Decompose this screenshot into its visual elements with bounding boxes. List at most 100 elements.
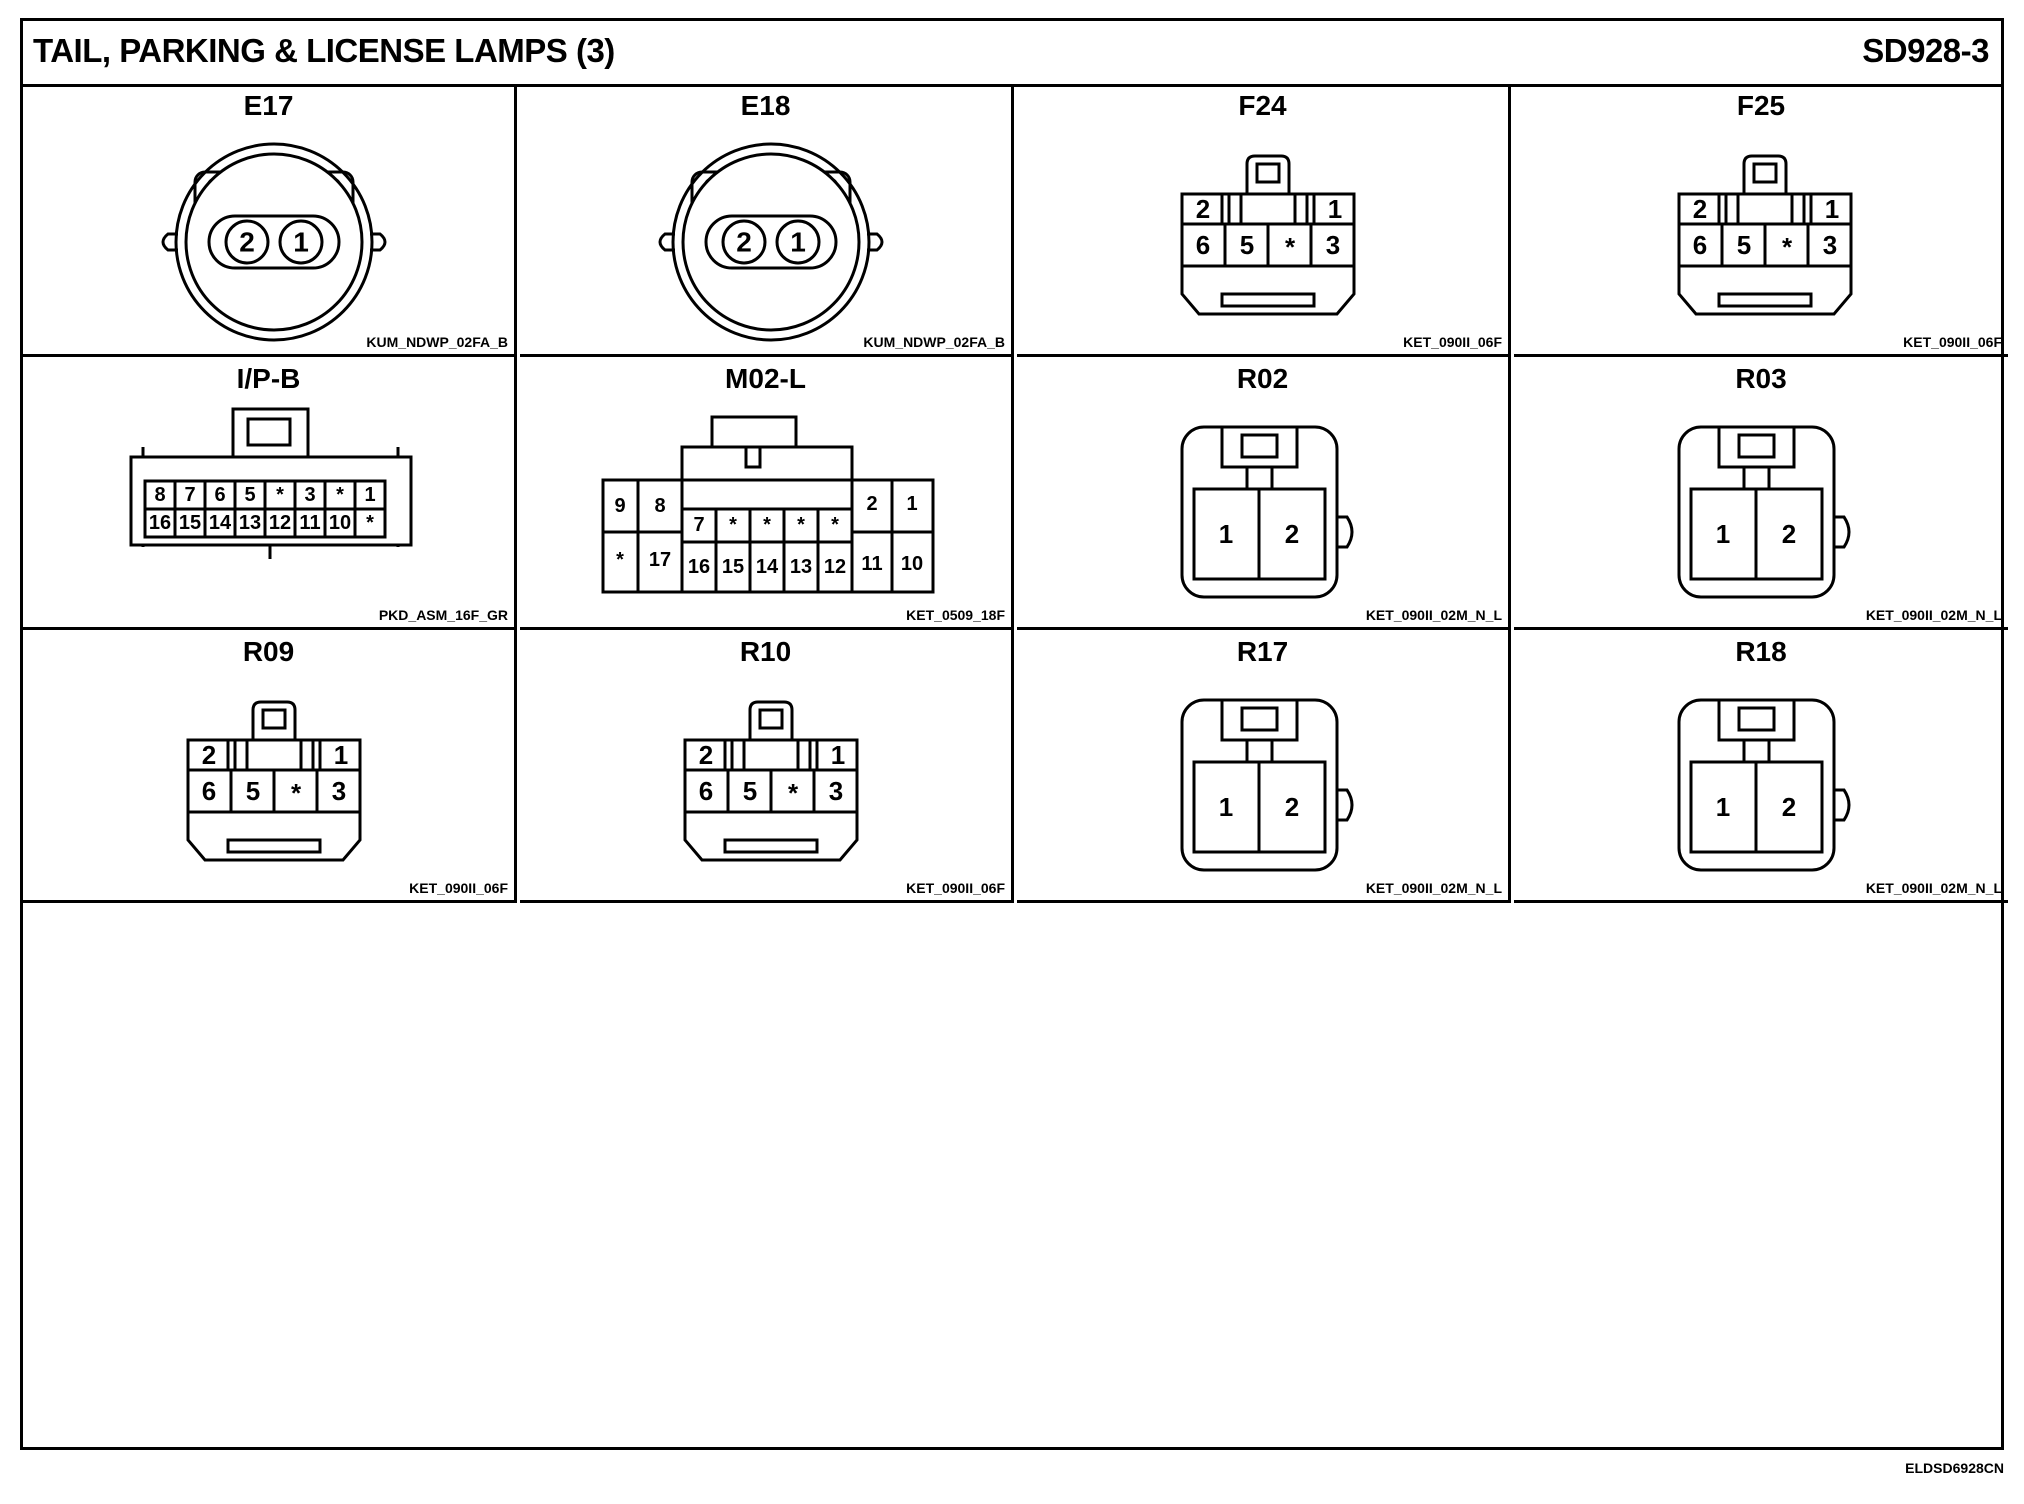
round-connector-body: [658, 142, 884, 342]
pin-label: 3: [1823, 230, 1837, 260]
pin-label: 17: [649, 549, 671, 571]
connector-id: R17: [1236, 636, 1289, 667]
pin-label: 2: [699, 740, 713, 770]
latch-frame: [1220, 427, 1299, 469]
pin-label: 13: [790, 556, 812, 578]
pin-label: 8: [154, 484, 165, 506]
latch-window: [1737, 706, 1776, 732]
side-tab: [1834, 788, 1851, 822]
pin-label: 6: [214, 484, 225, 506]
connector-part-number: KET_090II_06F: [409, 880, 508, 896]
page-code: SD928-3: [1862, 32, 1989, 69]
latch-window: [758, 708, 784, 730]
pin-label: 6: [202, 776, 216, 806]
pin-label: 1: [1219, 792, 1233, 822]
pin-label: 2: [866, 493, 877, 515]
diagram-frame: TAIL, PARKING & LICENSE LAMPS (3) SD928-…: [20, 18, 2008, 1450]
footer-reference: ELDSD6928CN: [1905, 1460, 2004, 1476]
latch-frame: [1717, 427, 1796, 469]
pin-label: *: [1782, 232, 1793, 262]
connector-part-number: KET_090II_02M_N_L: [1365, 880, 1502, 896]
pin-label: 2: [1693, 194, 1707, 224]
pin-label: *: [831, 514, 839, 536]
pin-label: *: [1285, 232, 1296, 262]
latch-top: [748, 700, 794, 740]
connector-id: F25: [1736, 90, 1786, 121]
pin-label: 1: [790, 227, 806, 258]
latch-top: [1742, 154, 1788, 194]
pin-label: 15: [179, 512, 201, 534]
side-tab: [1834, 515, 1851, 549]
latch-window: [1240, 433, 1279, 459]
outer-ring: [671, 142, 871, 342]
pin-label: 6: [1196, 230, 1210, 260]
pin-label: *: [336, 484, 344, 506]
connector-id: R09: [242, 636, 295, 667]
pin-label: *: [291, 778, 302, 808]
pin-label: 12: [269, 512, 291, 534]
pin-label: 8: [654, 495, 665, 517]
pin-label: 6: [699, 776, 713, 806]
latch-stem: [744, 445, 762, 469]
pin-label: 2: [239, 227, 255, 258]
pin-label: 5: [246, 776, 260, 806]
pin-label: 1: [831, 740, 845, 770]
connector-id: R18: [1735, 636, 1787, 667]
side-tab: [1337, 788, 1354, 822]
pin-label: 12: [824, 556, 846, 578]
pin-label: 16: [688, 556, 710, 578]
latch-block: [710, 415, 798, 449]
pin-label: 2: [736, 227, 752, 258]
pin-label: 1: [334, 740, 348, 770]
pin-label: 1: [1825, 194, 1839, 224]
latch-window: [1752, 162, 1778, 184]
side-tab-right: [370, 232, 387, 252]
pin-label: 10: [901, 553, 923, 575]
pin-label: 6: [1693, 230, 1707, 260]
pin-label: 7: [693, 514, 704, 536]
side-tab-left: [161, 232, 178, 252]
center-riser: [680, 445, 854, 482]
pin-label: 1: [364, 484, 375, 506]
side-tab-right: [867, 232, 884, 252]
pin-circle: [721, 219, 767, 265]
pin-label: 5: [743, 776, 757, 806]
pin-label: 5: [1737, 230, 1751, 260]
connector-id: E17: [243, 90, 294, 121]
pin-circle: [278, 219, 324, 265]
pin-label: *: [729, 514, 737, 536]
pin-label: 13: [239, 512, 261, 534]
connector-part-number: KET_090II_02M_N_L: [1865, 880, 2002, 896]
pin-label: 3: [304, 484, 315, 506]
pin-label: *: [788, 778, 799, 808]
pin-label: 5: [1240, 230, 1254, 260]
pin-label: 1: [1328, 194, 1342, 224]
pin-label: 1: [906, 493, 917, 515]
pin-label: 2: [1782, 792, 1796, 822]
pin-label: 2: [202, 740, 216, 770]
connector-id: R10: [739, 636, 792, 667]
bottom-key: [1717, 292, 1813, 308]
pin-label: 1: [1219, 519, 1233, 549]
bottom-key: [1220, 292, 1316, 308]
connector-id: F24: [1238, 90, 1287, 121]
latch-top: [251, 700, 297, 740]
pin-label: 15: [722, 556, 744, 578]
pin-label: *: [276, 484, 284, 506]
pin-circle: [775, 219, 821, 265]
